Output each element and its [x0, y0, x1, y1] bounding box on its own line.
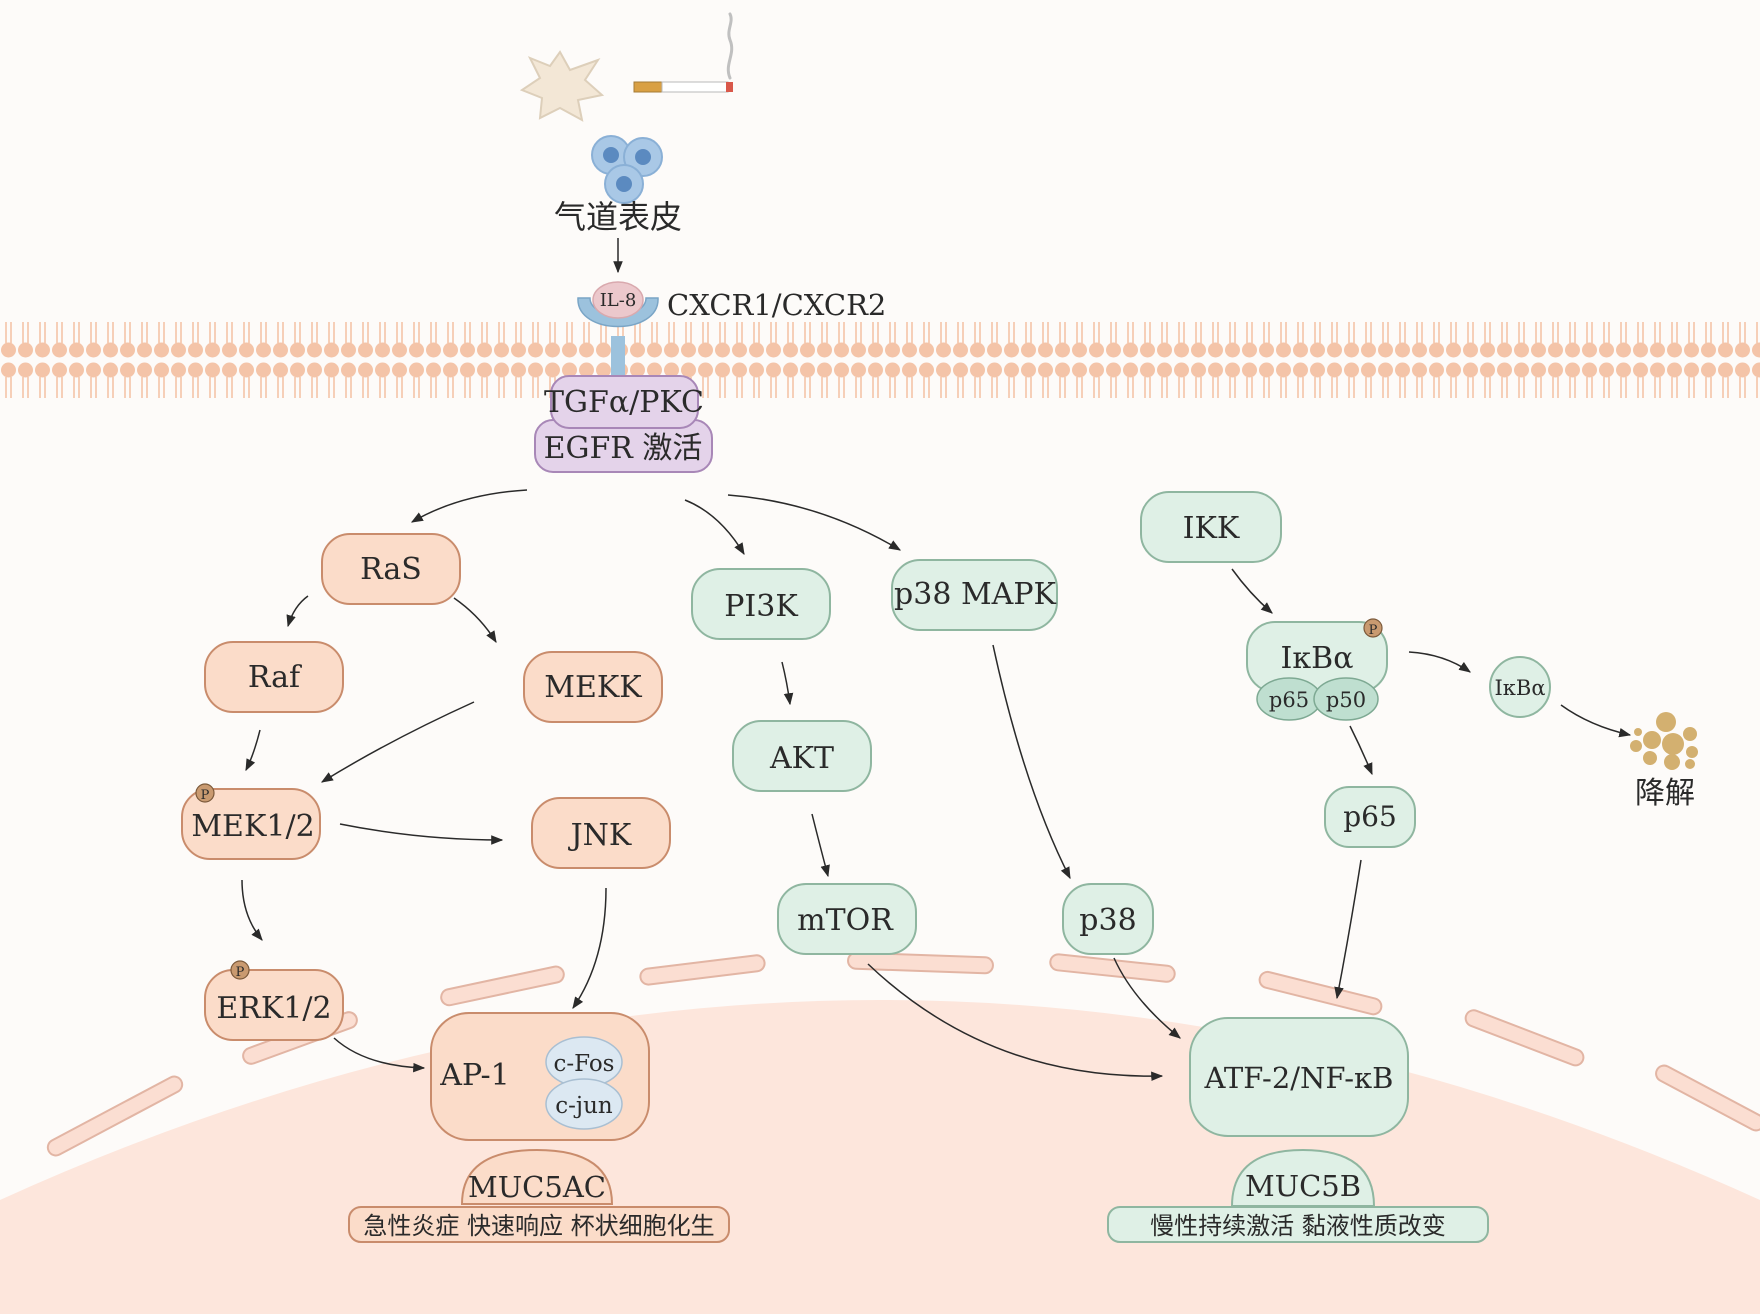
pi3k-label: PI3K — [724, 589, 798, 624]
arrow-p38-to-atf — [1113, 957, 1181, 1039]
muc5b-gene: MUC5B — [1230, 1148, 1376, 1207]
egfr-activation-node: EGFR 激活 — [534, 419, 713, 473]
ras-label: RaS — [360, 552, 422, 587]
phospho-marker: P — [1363, 618, 1383, 638]
ikba-p65-p50-complex: IκBα p65 p50 — [1246, 621, 1388, 721]
il8-label: IL-8 — [600, 290, 637, 311]
akt-label: AKT — [769, 741, 834, 776]
tgf-pkc-node: TGFα/PKC — [544, 375, 704, 429]
c-jun-subunit — [545, 1078, 623, 1130]
arrow-pi3k-to-akt — [781, 661, 794, 706]
ap1-complex: AP-1 c-Fos c-jun — [430, 1012, 650, 1141]
mtor-label: mTOR — [797, 903, 894, 938]
atf2-nfkb-label: ATF-2/NF-κB — [1204, 1061, 1394, 1095]
arrow-p38mapk-to-p38 — [992, 644, 1071, 880]
mtor-node: mTOR — [777, 883, 917, 955]
dust-particle-icon — [519, 50, 605, 122]
arrow-akt-to-mtor — [811, 813, 830, 878]
phospho-marker: P — [230, 960, 250, 980]
atf2-nfkb-complex: ATF-2/NF-κB — [1189, 1017, 1409, 1137]
plasma-membrane — [0, 318, 1760, 408]
jnk-node: JNK — [531, 797, 671, 869]
p65-node: p65 — [1324, 786, 1416, 848]
egfr-label: EGFR 激活 — [544, 431, 703, 466]
mek-node: MEK1/2 — [181, 788, 321, 860]
degradation-label: 降解 — [1635, 776, 1695, 811]
akt-node: AKT — [732, 720, 872, 792]
svg-text:P: P — [236, 965, 245, 980]
p38-node: p38 — [1062, 883, 1154, 955]
p50-subunit — [1313, 677, 1379, 721]
epithelial-cells-icon — [591, 135, 663, 204]
ikk-node: IKK — [1140, 491, 1282, 563]
phospho-marker: P — [195, 783, 215, 803]
arrow-p65-to-atf — [1334, 859, 1362, 1000]
p38mapk-label: p38 MAPK — [894, 577, 1056, 612]
mekk-label: MEKK — [544, 670, 642, 705]
c-fos-label: c-Fos — [553, 1051, 614, 1077]
ikk-label: IKK — [1183, 511, 1240, 546]
arrow-mtor-to-atf — [867, 963, 1164, 1082]
p50-small-label: p50 — [1326, 688, 1366, 712]
cigarette-icon — [633, 12, 734, 93]
c-jun-label: c-jun — [555, 1093, 613, 1119]
jnk-label: JNK — [568, 818, 632, 853]
arrow-jnk-to-ap1 — [572, 887, 607, 1009]
arrow-raf-to-mek — [245, 729, 261, 772]
muc5b-label: MUC5B — [1245, 1169, 1361, 1203]
svg-text:P: P — [1369, 623, 1378, 638]
pathway-arrows — [241, 489, 1632, 1082]
ras-node: RaS — [321, 533, 461, 605]
arrow-mekk-to-mek — [320, 701, 475, 783]
muc5ac-gene: MUC5AC — [460, 1148, 614, 1205]
raf-label: Raf — [248, 660, 302, 695]
raf-node: Raf — [204, 641, 344, 713]
receptor-label: CXCR1/CXCR2 — [667, 288, 886, 322]
arrow-ikk-to-ikba — [1231, 568, 1273, 614]
ikba-label: IκBα — [1281, 641, 1354, 676]
p38mapk-node: p38 MAPK — [891, 559, 1058, 631]
muc5ac-outcome-note: 急性炎症 快速响应 杯状细胞化生 — [348, 1206, 730, 1243]
arrow-egfr-to-pi3k — [684, 499, 745, 556]
arrow-mek-to-jnk — [339, 823, 504, 845]
muc5b-note-label: 慢性持续激活 黏液性质改变 — [1150, 1212, 1446, 1240]
pi3k-node: PI3K — [691, 568, 831, 640]
arrow-ikba-to-free-ikba — [1408, 651, 1471, 673]
p38-label: p38 — [1079, 903, 1136, 938]
erk-node: ERK1/2 — [204, 969, 344, 1041]
degradation-icon — [1630, 712, 1698, 770]
ikba-free-node: IκBα — [1489, 656, 1551, 718]
arrow-egfr-to-p38mapk — [727, 494, 902, 551]
arrow-erk-to-ap1 — [333, 1037, 426, 1073]
p65-small-label: p65 — [1269, 688, 1309, 712]
ap1-label: AP-1 — [439, 1058, 509, 1093]
tgf-pkc-label: TGFα/PKC — [544, 385, 704, 420]
svg-text:P: P — [201, 788, 210, 803]
epithelium-label: 气道表皮 — [554, 198, 682, 236]
mek-label: MEK1/2 — [191, 809, 314, 844]
arrow-mek-to-erk — [241, 879, 263, 941]
arrow-ras-to-raf — [286, 595, 309, 628]
muc5b-outcome-note: 慢性持续激活 黏液性质改变 — [1107, 1206, 1489, 1243]
p65-label: p65 — [1343, 800, 1397, 833]
il8-ligand: IL-8 — [592, 281, 644, 319]
erk-label: ERK1/2 — [216, 991, 331, 1026]
mekk-node: MEKK — [523, 651, 663, 723]
arrow-free-ikba-to-degradation — [1560, 704, 1632, 738]
arrow-complex-to-p65 — [1349, 725, 1373, 776]
muc5ac-note-label: 急性炎症 快速响应 杯状细胞化生 — [363, 1212, 714, 1240]
arrow-egfr-to-ras — [410, 489, 528, 523]
muc5ac-label: MUC5AC — [468, 1170, 606, 1204]
ikba-free-label: IκBα — [1494, 676, 1545, 700]
arrow-ras-to-mekk — [453, 597, 497, 644]
